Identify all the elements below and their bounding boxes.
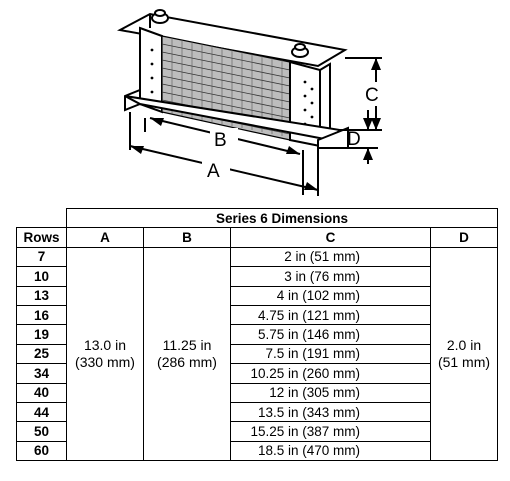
dimension-c-label: C bbox=[365, 85, 379, 106]
table-row: 40 12 in (305 mm) bbox=[16, 382, 498, 403]
c-value: 4 in (102 mm) bbox=[230, 285, 431, 306]
c-value: 10.25 in (260 mm) bbox=[230, 363, 431, 384]
header-a: A bbox=[66, 227, 144, 248]
table-row: 13 4 in (102 mm) bbox=[16, 285, 498, 306]
table-row: 19 5.75 in (146 mm) bbox=[16, 324, 498, 345]
row-count: 34 bbox=[16, 363, 67, 384]
table-title: Series 6 Dimensions bbox=[66, 207, 498, 229]
b-value-metric: (286 mm) bbox=[157, 353, 217, 370]
row-count: 44 bbox=[16, 401, 67, 423]
row-count: 10 bbox=[16, 266, 67, 287]
row-count: 25 bbox=[16, 343, 67, 365]
c-value: 13.5 in (343 mm) bbox=[230, 401, 431, 423]
row-count: 19 bbox=[16, 324, 67, 345]
header-b: B bbox=[143, 227, 231, 248]
d-value-imperial: 2.0 in bbox=[446, 336, 482, 353]
dimension-b-label-bg bbox=[210, 128, 238, 150]
dimension-d-label: D bbox=[347, 129, 361, 150]
dimension-a-label: A bbox=[207, 161, 220, 182]
c-value: 3 in (76 mm) bbox=[230, 266, 431, 287]
dimension-d-arrow bbox=[348, 110, 378, 164]
c-value: 4.75 in (121 mm) bbox=[230, 304, 431, 326]
c-value: 15.25 in (387 mm) bbox=[230, 421, 431, 442]
row-count: 13 bbox=[16, 285, 67, 306]
row-count: 16 bbox=[16, 304, 67, 326]
dimensions-table: Series 6 Dimensions Rows A B C D 7 13.0 … bbox=[16, 207, 498, 462]
d-value-metric: (51 mm) bbox=[437, 353, 491, 370]
table-row: 25 7.5 in (191 mm) bbox=[16, 343, 498, 365]
header-rows: Rows bbox=[16, 227, 67, 248]
table-row: 60 18.5 in (470 mm) bbox=[16, 440, 498, 462]
dimension-b-label: B bbox=[214, 130, 227, 151]
header-c: C bbox=[230, 227, 431, 248]
oil-cooler-diagram: B A C D bbox=[0, 0, 510, 205]
table-row: 16 4.75 in (121 mm) bbox=[16, 304, 498, 326]
table-row: 10 3 in (76 mm) bbox=[16, 266, 498, 287]
c-value: 2 in (51 mm) bbox=[230, 246, 431, 268]
a-value-imperial: 13.0 in bbox=[83, 336, 127, 353]
bottom-bracket bbox=[124, 88, 349, 196]
table-row: 34 10.25 in (260 mm) bbox=[16, 363, 498, 384]
mounting-bolts bbox=[151, 9, 309, 58]
a-value-cell: 13.0 in (330 mm) bbox=[66, 246, 144, 462]
row-count: 60 bbox=[16, 440, 67, 462]
d-value-cell: 2.0 in (51 mm) bbox=[430, 246, 498, 462]
b-value-imperial: 11.25 in bbox=[162, 336, 212, 353]
b-value-cell: 11.25 in (286 mm) bbox=[143, 246, 231, 462]
c-value: 18.5 in (470 mm) bbox=[230, 440, 431, 462]
row-count: 7 bbox=[16, 246, 67, 268]
a-value-metric: (330 mm) bbox=[75, 353, 135, 370]
header-d: D bbox=[430, 227, 498, 248]
row-count: 40 bbox=[16, 382, 67, 403]
table-row: 7 13.0 in (330 mm) 11.25 in (286 mm) 2 i… bbox=[16, 246, 498, 462]
c-value: 12 in (305 mm) bbox=[230, 382, 431, 403]
cooler-illustration: B A C D bbox=[116, 9, 388, 196]
dimension-a-label-bg bbox=[202, 158, 230, 180]
c-value: 5.75 in (146 mm) bbox=[230, 324, 431, 345]
table-row: 50 15.25 in (387 mm) bbox=[16, 421, 498, 442]
table-corner bbox=[16, 208, 67, 229]
dimension-c-label-bg bbox=[364, 82, 388, 106]
table-row: 44 13.5 in (343 mm) bbox=[16, 401, 498, 423]
row-count: 50 bbox=[16, 421, 67, 442]
c-value: 7.5 in (191 mm) bbox=[230, 343, 431, 365]
